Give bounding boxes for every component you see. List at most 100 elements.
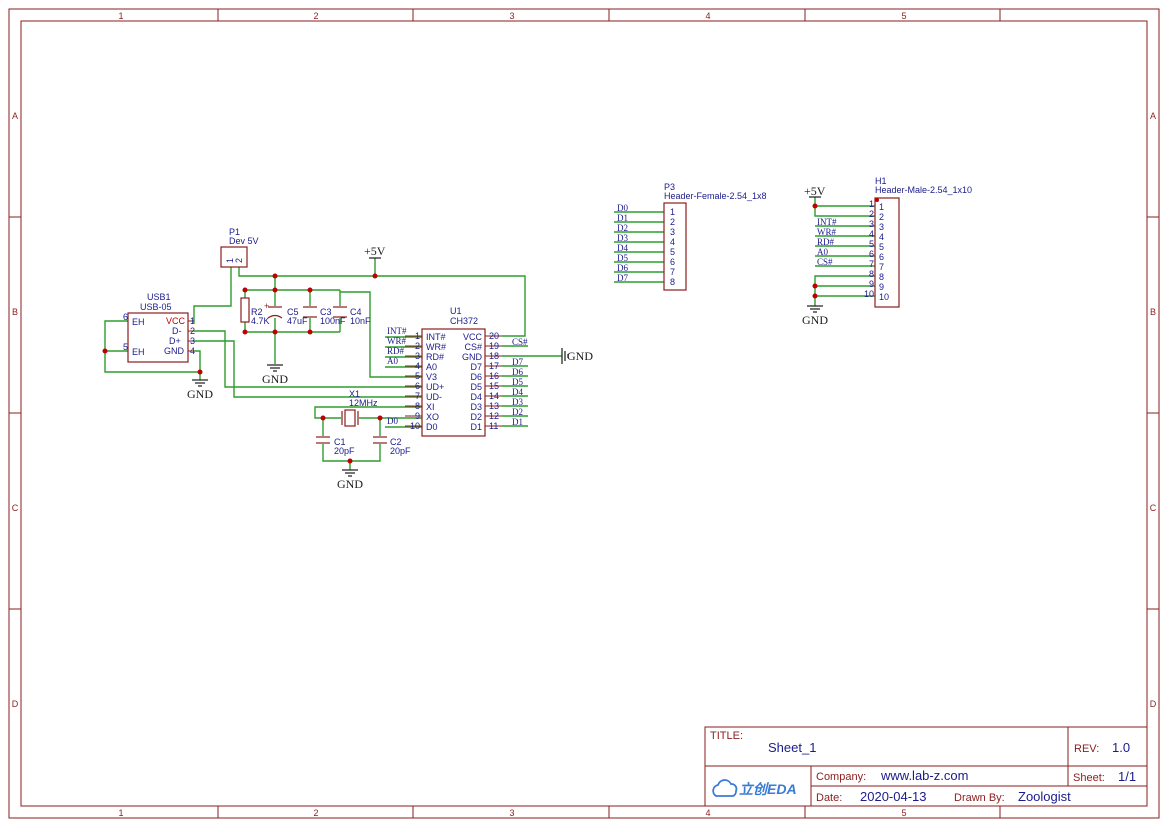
u1-pin-number: 11 [489,421,498,431]
h1-pin-label: 5 [879,242,884,252]
capacitor-c3: C3 100nF [303,306,346,326]
u1-pin-number: 3 [415,351,420,361]
capacitor-c1: C1 20pF [316,436,355,456]
logo-text: 立创EDA [739,781,797,797]
col-label-top: 2 [313,11,318,21]
resistor-r2: R2 4.7K [240,297,270,326]
net-label: CS# [817,257,833,267]
u1-pin-name: UD- [426,392,442,402]
u1-pin-name: D2 [470,412,482,422]
net-label: D3 [617,233,628,243]
vcc-label: +5V [364,244,386,258]
net-label: D4 [617,243,628,253]
row-label-right: A [1150,111,1156,121]
u1-pin-number: 17 [489,361,499,371]
h1-pin-label: 8 [879,272,884,282]
vcc-symbol: +5V [364,244,386,259]
h1-pin-number: 6 [869,249,874,259]
h1-pin-number: 5 [869,239,874,249]
net-label: D0 [617,203,628,213]
u1-pin-number: 13 [489,401,499,411]
date-label: Date: [816,792,842,804]
net-label: D6 [512,367,523,377]
cloud-logo-icon: 立创EDA [712,779,797,797]
u1-pin-number: 10 [410,421,420,431]
date-value: 2020-04-13 [860,789,927,804]
p3-pin-number: 7 [670,267,675,277]
gnd-label: GND [337,477,363,491]
net-label: D1 [617,213,628,223]
u1-pin-name: A0 [426,362,437,372]
p3-pin-number: 5 [670,247,675,257]
u1-pin-number: 6 [415,381,420,391]
gnd-label: GND [187,387,213,401]
capacitor-c5: + C5 47uF [264,301,308,326]
row-label-left: A [12,111,18,121]
u1-pin-number: 19 [489,341,499,351]
u1-pin-name: GND [462,352,483,362]
crystal-x1: X1 12MHz [341,389,378,427]
u1-pin-name: D5 [470,382,482,392]
net-label: D6 [617,263,628,273]
ground-symbol: GND [187,379,213,401]
col-label-top: 5 [901,11,906,21]
h1-pin-number: 3 [869,219,874,229]
gnd-label: GND [802,313,828,327]
p3-pin-number: 8 [670,277,675,287]
usb1-pin-label: D- [172,326,182,336]
net-label: D5 [512,377,523,387]
h1-value: Header-Male-2.54_1x10 [875,185,972,195]
u1-pin-name: D4 [470,392,482,402]
net-label: WR# [817,227,836,237]
net-label: D4 [512,387,523,397]
c3-value: 100nF [320,316,346,326]
net-label: D1 [512,417,523,427]
h1-pin-label: 4 [879,232,884,242]
drawn-by-label: Drawn By: [954,792,1005,804]
sheet-value: 1/1 [1118,769,1136,784]
col-label-bottom: 3 [509,808,514,818]
u1-value: CH372 [450,316,478,326]
net-label: INT# [387,326,407,336]
net-label: RD# [387,346,405,356]
usb1-pin-label: D+ [169,336,181,346]
u1-pin-name: D0 [426,422,438,432]
u1-pin-name: XO [426,412,439,422]
u1-pin-number: 12 [489,411,499,421]
p3-pin-number: 2 [670,217,675,227]
row-label-right: B [1150,307,1156,317]
usb1-value: USB-05 [140,302,172,312]
u1-pin-number: 14 [489,391,499,401]
u1-pin-name: WR# [426,342,446,352]
u1-pin-name: D3 [470,402,482,412]
u1-pin-number: 15 [489,381,499,391]
row-label-left: C [12,503,19,513]
c4-value: 10nF [350,316,371,326]
h1-pin-number: 4 [869,229,874,239]
c5-ref: C5 [287,307,299,317]
usb1-pin-number: 4 [190,346,195,356]
h1-pin-number: 1 [869,199,874,209]
company-value: www.lab-z.com [880,768,968,783]
net-label: D7 [617,273,628,283]
u1-pin-number: 1 [415,331,420,341]
net-label: CS# [512,337,528,347]
col-label-bottom: 2 [313,808,318,818]
h1-ref: H1 [875,176,887,186]
c1-value: 20pF [334,446,355,456]
rev-value: 1.0 [1112,740,1130,755]
h1-pin-label: 7 [879,262,884,272]
net-label: D3 [512,397,523,407]
rev-label: REV: [1074,743,1099,755]
c1-ref: C1 [334,437,346,447]
usb1-ref: USB1 [147,292,171,302]
p3-pin-number: 1 [670,207,675,217]
p1-pin-number: 1 [225,258,235,263]
u1-pin-number: 16 [489,371,499,381]
u1-pin-name: D7 [470,362,482,372]
title-block: TITLE: Sheet_1 REV: 1.0 Company: www.lab… [704,726,1148,807]
h1-pin-label: 3 [879,222,884,232]
h1-pin-number: 8 [869,269,874,279]
